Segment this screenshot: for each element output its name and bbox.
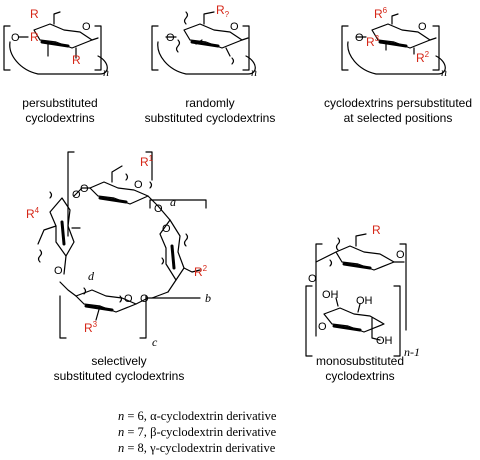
macro-r1: R1	[140, 154, 154, 169]
s3-n: n	[441, 65, 447, 79]
mono-o-top-ring: O	[396, 249, 405, 261]
mono-oh-bottom: OH	[376, 335, 393, 347]
monosubstituted-structure	[305, 233, 407, 357]
legend-eq: = 8,	[124, 441, 151, 455]
legend-eq: = 6,	[124, 409, 151, 423]
macro-o-left-top: O	[72, 189, 81, 201]
caption-selectively-line2: substituted cyclodextrins	[53, 369, 185, 383]
legend-n: n	[118, 409, 125, 423]
macro-o-right-ring: O	[162, 223, 171, 235]
s2-o-left: O	[166, 32, 175, 44]
caption-randomly: randomly substituted cyclodextrins	[135, 96, 285, 126]
mono-oh-left: OH	[322, 289, 339, 301]
macro-r3: R3	[84, 320, 98, 335]
mono-o-left: O	[308, 273, 317, 285]
legend-greek: γ	[150, 441, 156, 455]
macro-o-bottom-right: O	[140, 293, 149, 305]
s3-r2: R2	[416, 50, 430, 65]
macro-o-top-ring: O	[134, 179, 143, 191]
caption-persubstituted-line1: persubstituted	[22, 96, 98, 110]
s1-o-ring: O	[82, 21, 91, 33]
legend-n: n	[118, 441, 125, 455]
mono-r: R	[372, 223, 381, 237]
caption-persubstituted-line2: cyclodextrins	[25, 111, 95, 125]
legend-text: -cyclodextrin derivative	[155, 441, 276, 455]
persubstituted-structure	[3, 11, 108, 75]
macro-o-right: O	[154, 203, 163, 215]
s1-r-bottom: R	[72, 53, 81, 67]
s1-o-left: O	[11, 32, 20, 44]
selected-positions-structure	[341, 13, 446, 75]
mono-o-bottom-ring: O	[318, 321, 327, 333]
s1-r-top: R	[30, 7, 39, 21]
ring-size-legend: n = 6, α-cyclodextrin derivative n = 7, …	[118, 408, 276, 456]
macro-label-d: d	[88, 269, 95, 283]
macro-o-left-bottom: O	[54, 265, 63, 277]
macro-r2: R2	[194, 264, 208, 279]
s2-n: n	[251, 65, 257, 79]
legend-greek: β	[150, 425, 157, 439]
caption-selected-positions: cyclodextrins persubstituted at selected…	[318, 96, 478, 126]
caption-mono-line2: cyclodextrins	[325, 369, 395, 383]
caption-persubstituted: persubstituted cyclodextrins	[5, 96, 115, 126]
macro-o-bottom-ring: O	[124, 293, 133, 305]
s3-o-left: O	[355, 32, 364, 44]
legend-eq: = 7,	[124, 425, 151, 439]
legend-row-beta: n = 7, β-cyclodextrin derivative	[118, 424, 276, 440]
s1-r-mid: R	[30, 30, 39, 44]
macro-r4: R4	[26, 206, 40, 221]
macro-o-top-left: O	[80, 183, 89, 195]
caption-selectively: selectively substituted cyclodextrins	[44, 354, 194, 384]
legend-row-alpha: n = 6, α-cyclodextrin derivative	[118, 408, 276, 424]
caption-randomly-line2: substituted cyclodextrins	[144, 111, 276, 125]
legend-greek: α	[150, 409, 157, 423]
s1-n: n	[103, 65, 109, 79]
s3-o-ring: O	[418, 21, 427, 33]
legend-text: -cyclodextrin derivative	[156, 425, 277, 439]
mono-n-minus-1: n-1	[404, 345, 420, 359]
randomly-substituted-structure	[151, 11, 256, 75]
macro-label-b: b	[205, 291, 211, 305]
s3-r3: R3	[366, 34, 380, 49]
macro-label-a: a	[170, 195, 176, 209]
legend-text: -cyclodextrin derivative	[156, 409, 277, 423]
caption-selectively-line1: selectively	[91, 354, 147, 368]
caption-randomly-line1: randomly	[185, 96, 235, 110]
selectively-substituted-structure	[37, 151, 207, 339]
caption-monosubstituted: monosubstituted cyclodextrins	[300, 354, 420, 384]
caption-selected-line2: at selected positions	[343, 111, 453, 125]
caption-selected-line1: cyclodextrins persubstituted	[323, 96, 473, 110]
legend-n: n	[118, 425, 125, 439]
caption-mono-line1: monosubstituted	[315, 354, 405, 368]
s2-r-random: R?	[216, 3, 230, 19]
mono-oh-mid: OH	[356, 295, 373, 307]
s3-r6: R6	[374, 6, 388, 21]
legend-row-gamma: n = 8, γ-cyclodextrin derivative	[118, 440, 276, 456]
s2-o-ring: O	[230, 21, 239, 33]
macro-label-c: c	[152, 335, 158, 349]
